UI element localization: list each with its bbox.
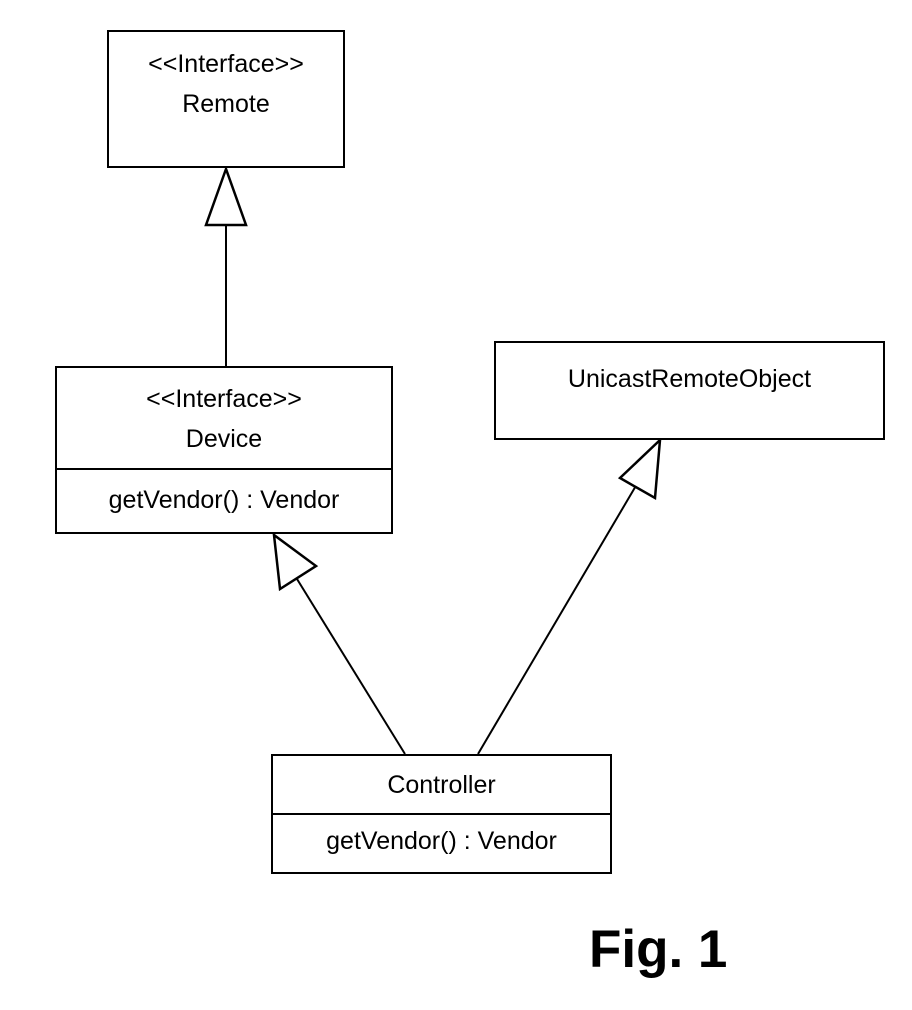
class-box-device: <<Interface>> Device getVendor() : Vendo… — [55, 366, 393, 534]
edge-controller-to-unicast-remote-object — [478, 484, 637, 754]
class-name: Device — [57, 419, 391, 459]
class-header: <<Interface>> Remote — [109, 32, 343, 124]
class-name: Controller — [273, 765, 610, 805]
generalization-arrowhead-remote — [206, 169, 246, 225]
class-box-unicast-remote-object: UnicastRemoteObject — [494, 341, 885, 440]
operation: getVendor() : Vendor — [273, 821, 610, 861]
edge-controller-to-device — [297, 579, 405, 754]
class-header: <<Interface>> Device — [57, 368, 391, 468]
generalization-arrowhead-device — [274, 535, 316, 589]
class-box-controller: Controller getVendor() : Vendor — [271, 754, 612, 874]
generalization-arrowhead-unicast-remote-object — [620, 440, 660, 498]
stereotype-label: <<Interface>> — [109, 44, 343, 84]
class-header: UnicastRemoteObject — [496, 343, 883, 399]
class-header: Controller — [273, 756, 610, 813]
class-name: UnicastRemoteObject — [496, 359, 883, 399]
class-box-remote: <<Interface>> Remote — [107, 30, 345, 168]
class-name: Remote — [109, 84, 343, 124]
stereotype-label: <<Interface>> — [57, 379, 391, 419]
figure-label: Fig. 1 — [589, 918, 727, 982]
operation: getVendor() : Vendor — [57, 480, 391, 520]
operations-compartment: getVendor() : Vendor — [273, 813, 610, 872]
operations-compartment: getVendor() : Vendor — [57, 468, 391, 532]
